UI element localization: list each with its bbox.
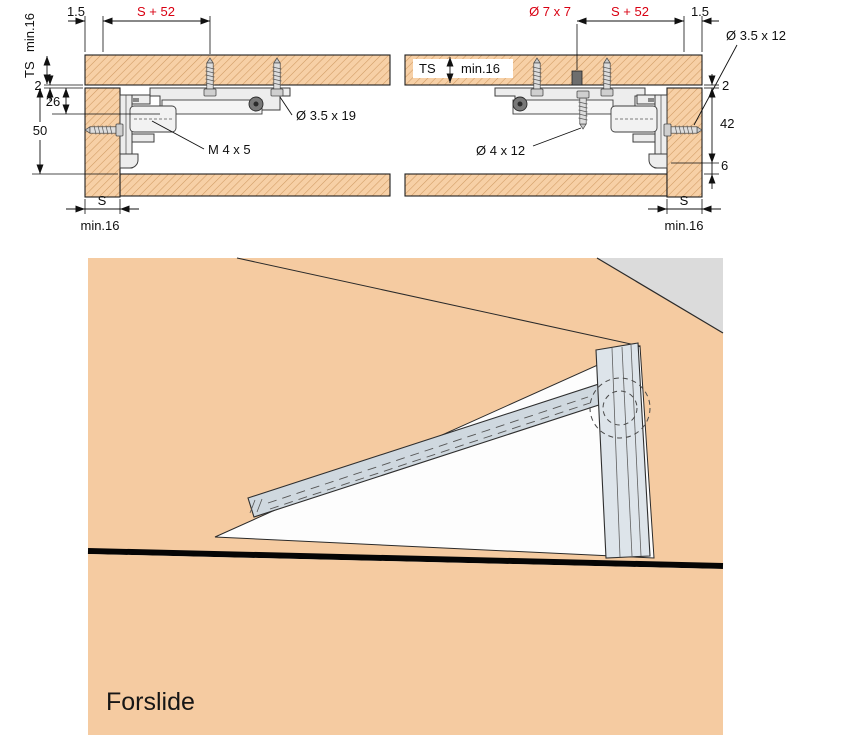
label-machine-screw: M 4 x 5 bbox=[208, 142, 251, 157]
left-top-panel bbox=[84, 54, 391, 86]
rail-end-tick bbox=[249, 499, 256, 514]
label-front-screw: Ø 3.5 x 12 bbox=[726, 28, 786, 43]
dim-door-min: min.16 bbox=[80, 218, 119, 233]
dim-gap: 2 bbox=[722, 78, 729, 93]
left-bottom-panel bbox=[119, 173, 391, 197]
label-knockout bbox=[413, 59, 513, 78]
dim-gap: 2 bbox=[34, 78, 41, 93]
dim-panel-min: min.16 bbox=[22, 13, 37, 52]
dim-edge-offset: 1.5 bbox=[67, 4, 85, 19]
right-bottom-panel bbox=[404, 173, 668, 197]
bracket-linkage bbox=[632, 133, 656, 143]
roller-axle bbox=[253, 101, 259, 107]
panel-front-edge bbox=[236, 257, 641, 347]
rail-end-tick bbox=[256, 498, 263, 513]
door-front-surface bbox=[88, 554, 723, 735]
dim-bottom-gap: 6 bbox=[721, 158, 728, 173]
hidden-detail-circle bbox=[602, 390, 638, 426]
dim-edge-offset: 1.5 bbox=[691, 4, 709, 19]
dim-mechanism-height: 26 bbox=[46, 94, 60, 109]
label-drill-hole: Ø 7 x 7 bbox=[529, 4, 571, 19]
right-hardware bbox=[494, 57, 703, 169]
door-profile-perspective bbox=[595, 342, 651, 559]
bracket-foot bbox=[648, 153, 668, 169]
door-top-edge bbox=[87, 548, 724, 569]
right-dimensions: Ø 7 x 7 S + 52 1.5 Ø 3.5 x 12 TS min.16 … bbox=[419, 4, 786, 233]
dim-bracket-height: 42 bbox=[720, 116, 734, 131]
label-mounting-screw: Ø 3.5 x 19 bbox=[296, 108, 356, 123]
right-cross-section: Ø 7 x 7 S + 52 1.5 Ø 3.5 x 12 TS min.16 … bbox=[404, 4, 786, 233]
profile-groove bbox=[611, 347, 621, 558]
dim-panel-thickness-label: TS bbox=[419, 61, 436, 76]
carriage bbox=[161, 99, 263, 115]
dim-panel-thickness-label: TS bbox=[22, 61, 37, 78]
left-hardware bbox=[84, 57, 291, 169]
bracket-pin bbox=[648, 98, 654, 102]
dim-panel-min: min.16 bbox=[461, 61, 500, 76]
bracket-arm bbox=[636, 94, 656, 105]
bracket-linkage bbox=[131, 133, 155, 143]
rail-axis-dashed bbox=[267, 396, 589, 504]
hidden-detail-circle bbox=[589, 377, 651, 439]
rail-axis-dashed bbox=[269, 402, 591, 510]
roller-axle bbox=[517, 101, 523, 107]
dim-drop: 50 bbox=[33, 123, 47, 138]
dim-door-thickness: S bbox=[98, 193, 107, 208]
dim-door-min: min.16 bbox=[664, 218, 703, 233]
product-name-label: Forslide bbox=[106, 688, 195, 716]
bracket-foot bbox=[119, 153, 139, 169]
carriage bbox=[512, 99, 614, 115]
adjuster-housing bbox=[129, 105, 177, 133]
profile-groove bbox=[621, 346, 633, 557]
left-door-panel bbox=[84, 87, 121, 198]
bracket-arm bbox=[131, 94, 151, 105]
drill-hole bbox=[571, 70, 583, 86]
left-cross-section: 1.5 S + 52 min.16 TS 2 26 50 M 4 x 5 Ø 3… bbox=[22, 4, 391, 233]
perspective-illustration: Forslide bbox=[87, 257, 724, 735]
adjuster-housing bbox=[610, 105, 658, 133]
right-door-panel bbox=[666, 87, 703, 198]
left-dimensions: 1.5 S + 52 min.16 TS 2 26 50 M 4 x 5 Ø 3… bbox=[22, 4, 356, 233]
panel-back-edge bbox=[596, 257, 724, 334]
dim-span: S + 52 bbox=[611, 4, 649, 19]
profile-groove bbox=[630, 344, 642, 557]
label-door-screw: Ø 4 x 12 bbox=[476, 143, 525, 158]
dim-door-thickness: S bbox=[680, 193, 689, 208]
dim-span: S + 52 bbox=[137, 4, 175, 19]
bracket-pin bbox=[133, 98, 139, 102]
